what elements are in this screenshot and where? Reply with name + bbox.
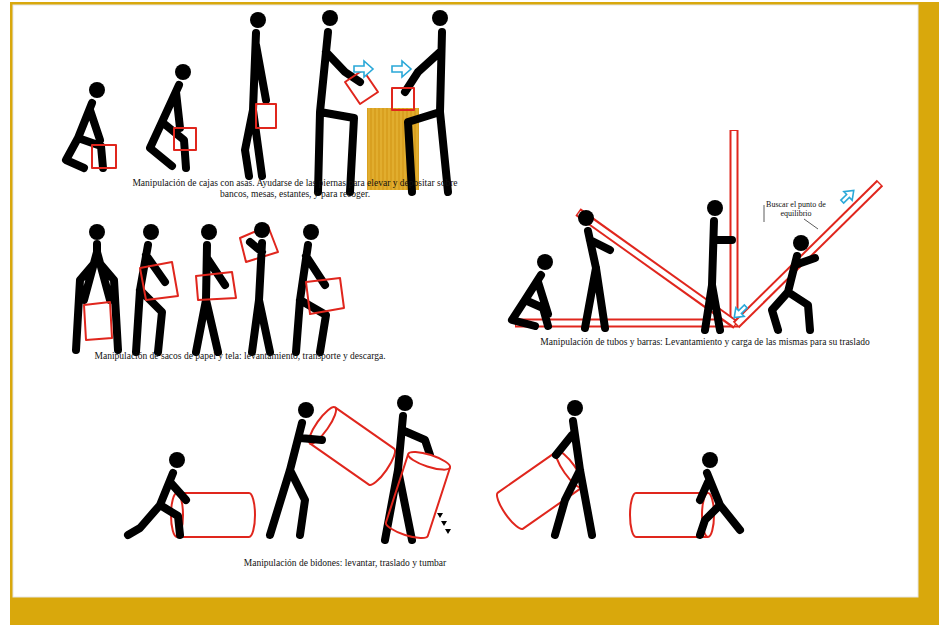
- box-lifting-figures: [322, 10, 338, 26]
- barrel-handling-figures: [406, 448, 452, 473]
- box-lifting-figures: [66, 10, 448, 192]
- sack-lifting-figures: [84, 302, 112, 340]
- caption-text: Manipulación de cajas con asas. Ayudarse…: [120, 178, 470, 200]
- box-lifting-figures: [432, 10, 448, 26]
- sack-lifting-figures: [254, 222, 270, 238]
- box-lifting-figures: [405, 32, 448, 192]
- tube-lifting-figures: [793, 235, 809, 251]
- tube-lifting-figures: [707, 200, 723, 216]
- sack-lifting-figures: [89, 224, 105, 240]
- box-lifting-figures: [92, 145, 116, 168]
- barrel-handling-figures: [305, 404, 399, 488]
- barrel-handling-figures: [128, 395, 740, 542]
- box-lifting-figures: [66, 103, 103, 168]
- tube-lifting-figures: [705, 221, 732, 330]
- box-lifting-figures: [89, 82, 105, 98]
- box-lifting-figures: [175, 64, 191, 80]
- box-lifting-figures: [345, 70, 378, 104]
- sack-lifting-figures: [140, 262, 178, 300]
- barrel-handling-figures: [385, 416, 430, 540]
- barrel-handling-figures: [437, 513, 451, 534]
- page-frame: [13, 5, 918, 597]
- box-lifting-figures: [392, 88, 414, 110]
- tube-lifting-figures: [732, 131, 737, 326]
- box-lifting-figures: [174, 128, 196, 150]
- barrel-handling-figures: [567, 400, 583, 416]
- barrel-handling-figures: [298, 402, 314, 418]
- tube-lifting-figures: [730, 130, 739, 327]
- caption-text: Manipulación de tubos y barras: Levantam…: [505, 337, 905, 348]
- sack-lifting-figures: [303, 224, 319, 240]
- box-lifting-figures: [354, 61, 373, 77]
- tube-lifting-figures: [512, 130, 880, 330]
- tube-lifting-figures: [838, 186, 858, 206]
- note-text: Buscar el punto de equilibrio: [766, 200, 826, 218]
- barrel-handling-figures: [169, 452, 185, 468]
- tube-lifting-figures: [578, 210, 594, 226]
- barrel-handling-figures: [397, 395, 413, 411]
- box-lifting-figures: [318, 32, 360, 192]
- barrel-handling-figures: [555, 421, 592, 535]
- box-lifting-figures: [256, 104, 276, 128]
- page-frame: [10, 2, 939, 625]
- caption-text: Manipulación de sacos de papel y tela: l…: [40, 351, 440, 362]
- tube-lifting-figures: [512, 275, 548, 326]
- caption-text: Manipulación de bidones: levantar, trasl…: [190, 558, 500, 569]
- box-lifting-figures: [392, 61, 411, 77]
- barrel-handling-figures: [700, 473, 740, 535]
- box-lifting-figures: [150, 85, 186, 168]
- barrel-handling-figures: [702, 452, 718, 468]
- tube-lifting-figures: [730, 302, 750, 322]
- sack-lifting-figures: [196, 272, 236, 300]
- sack-lifting-figures: [306, 278, 344, 314]
- tube-lifting-figures: [537, 254, 553, 270]
- tube-lifting-figures: [772, 256, 815, 330]
- barrel-handling-figures: [128, 473, 186, 535]
- sack-lifting-figures: [76, 244, 118, 350]
- sack-lifting-figures: [143, 224, 159, 240]
- barrel-handling-figures: [270, 423, 322, 535]
- sack-lifting-figures: [296, 245, 326, 352]
- barrel-handling-figures: [384, 448, 452, 541]
- tube-lifting-figures: [585, 231, 610, 328]
- box-lifting-figures: [250, 12, 266, 28]
- sack-lifting-figures: [201, 224, 217, 240]
- sack-lifting-figures: [250, 242, 270, 352]
- sack-lifting-figures: [76, 222, 344, 352]
